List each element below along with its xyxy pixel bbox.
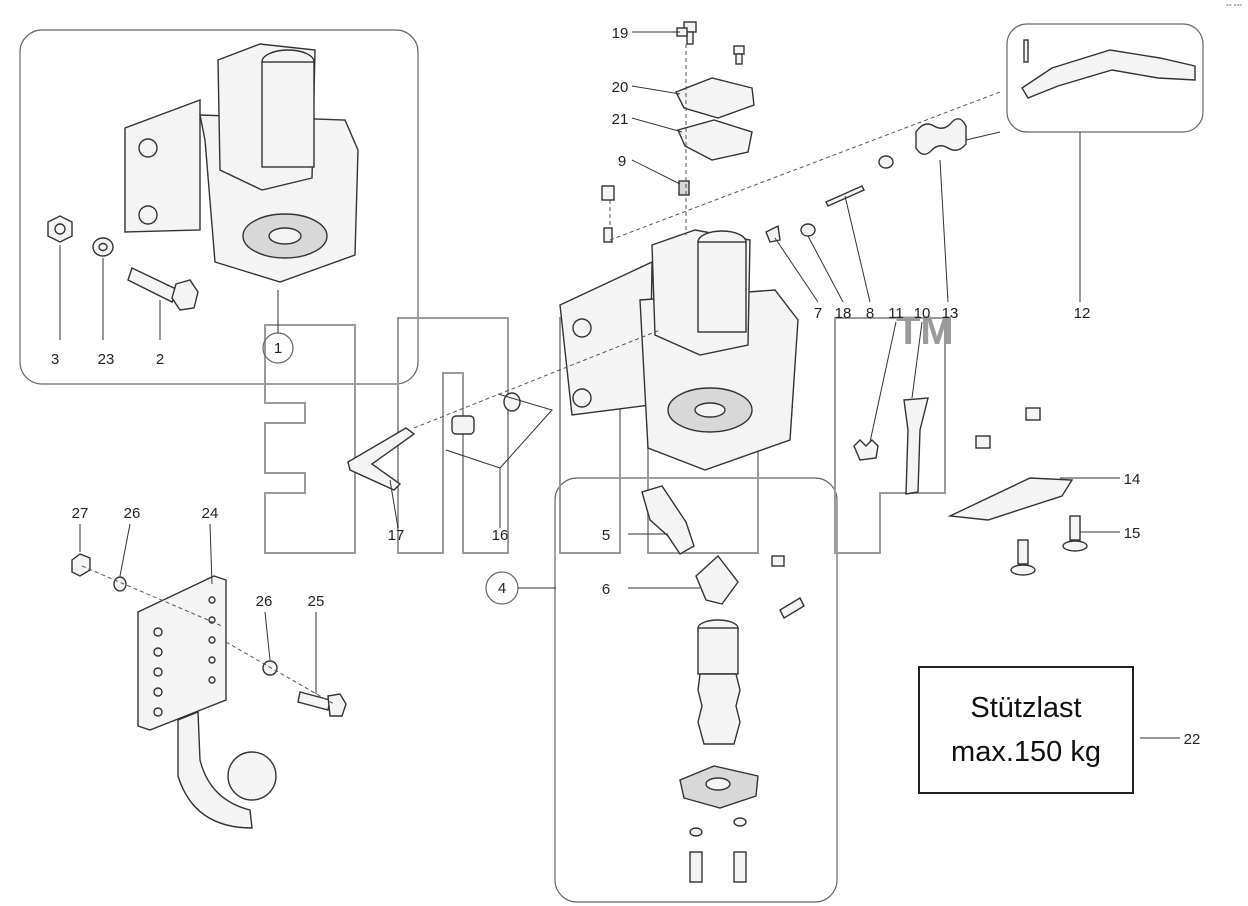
- callout-21: 21: [612, 111, 629, 128]
- callout-26b: 26: [256, 593, 273, 610]
- towball-24: [137, 575, 277, 829]
- spring-13: [915, 118, 1001, 155]
- nut-27: [71, 553, 91, 577]
- jaw-5: [641, 485, 695, 555]
- callout-8: 8: [866, 305, 874, 322]
- handle-pin-17: [347, 427, 416, 491]
- callout-2: 2: [156, 351, 164, 368]
- callout-5: 5: [602, 527, 610, 544]
- callout-20: 20: [612, 79, 629, 96]
- plate-14: [947, 407, 1074, 521]
- screw-19: [676, 21, 745, 65]
- callout-26a: 26: [124, 505, 141, 522]
- callout-19: 19: [612, 25, 629, 42]
- coupling-body-1: [124, 43, 359, 283]
- callout-10: 10: [914, 305, 931, 322]
- base-plate: [679, 765, 759, 809]
- callout-7: 7: [814, 305, 822, 322]
- callout-13: 13: [942, 305, 959, 322]
- washer-18: [800, 223, 816, 237]
- bolt-15: [1010, 515, 1088, 576]
- washer-small: [878, 155, 894, 169]
- gasket-21: [677, 119, 753, 161]
- assembly-12-frame: [1006, 23, 1204, 133]
- latch-6: [695, 554, 785, 605]
- nut-3: [47, 215, 73, 243]
- washer-23: [92, 237, 114, 257]
- callout-4: 4: [498, 580, 506, 597]
- assembly-1-frame: [19, 29, 419, 385]
- cover-plate-20: [675, 77, 755, 119]
- callout-1: 1: [274, 340, 282, 357]
- callout-25: 25: [308, 593, 325, 610]
- assembly-4-frame: [554, 477, 838, 903]
- callout-12: 12: [1074, 305, 1091, 322]
- spring-11: [853, 439, 879, 461]
- pin-vertical: [779, 597, 805, 619]
- load-label-line2: max.150 kg: [951, 736, 1101, 768]
- callout-14: 14: [1124, 471, 1141, 488]
- bolt-25: [297, 691, 347, 717]
- callout-18: 18: [835, 305, 852, 322]
- callout-3: 3: [51, 351, 59, 368]
- washer-26b: [262, 660, 278, 676]
- bushing-16: [451, 392, 521, 435]
- load-label-box: Stützlast max.150 kg: [918, 666, 1134, 794]
- lever-10: [903, 397, 929, 495]
- load-label-line1: Stützlast: [970, 692, 1082, 724]
- kingpin: [697, 619, 741, 745]
- callout-9: 9: [618, 153, 626, 170]
- callout-15: 15: [1124, 525, 1141, 542]
- screws-bottom: [689, 817, 747, 883]
- plug-left: [601, 185, 615, 243]
- handle-12: [1021, 39, 1196, 99]
- callout-24: 24: [202, 505, 219, 522]
- callout-23: 23: [98, 351, 115, 368]
- clip-7: [765, 224, 781, 243]
- callout-16: 16: [492, 527, 509, 544]
- watermark-tm: TM: [896, 309, 954, 353]
- bolt-2: [127, 267, 199, 311]
- callout-6: 6: [602, 581, 610, 598]
- callout-22: 22: [1184, 731, 1201, 748]
- callout-17: 17: [388, 527, 405, 544]
- coupling-body-main: [559, 229, 799, 471]
- callout-11: 11: [888, 305, 904, 322]
- callout-27: 27: [72, 505, 89, 522]
- grease-nipple-9: [678, 180, 690, 196]
- corner-mark: °° °°°: [1226, 4, 1242, 11]
